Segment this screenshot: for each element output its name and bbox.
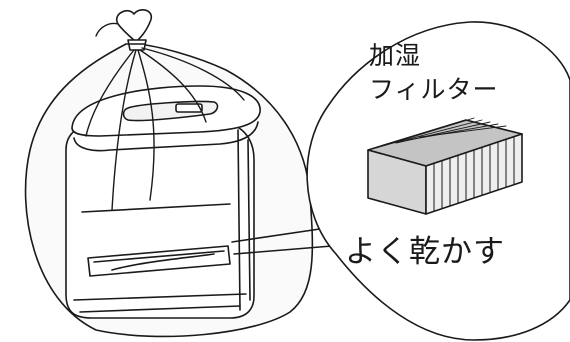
filter-label-line2: フィルター <box>369 75 499 104</box>
dry-instruction-label: よく乾かす <box>345 234 505 270</box>
humidifier-icon <box>65 85 261 319</box>
humidifier-filter-icon <box>367 117 523 215</box>
filter-label-line1: 加湿 <box>369 41 422 70</box>
bag-fold-lines <box>85 22 245 211</box>
